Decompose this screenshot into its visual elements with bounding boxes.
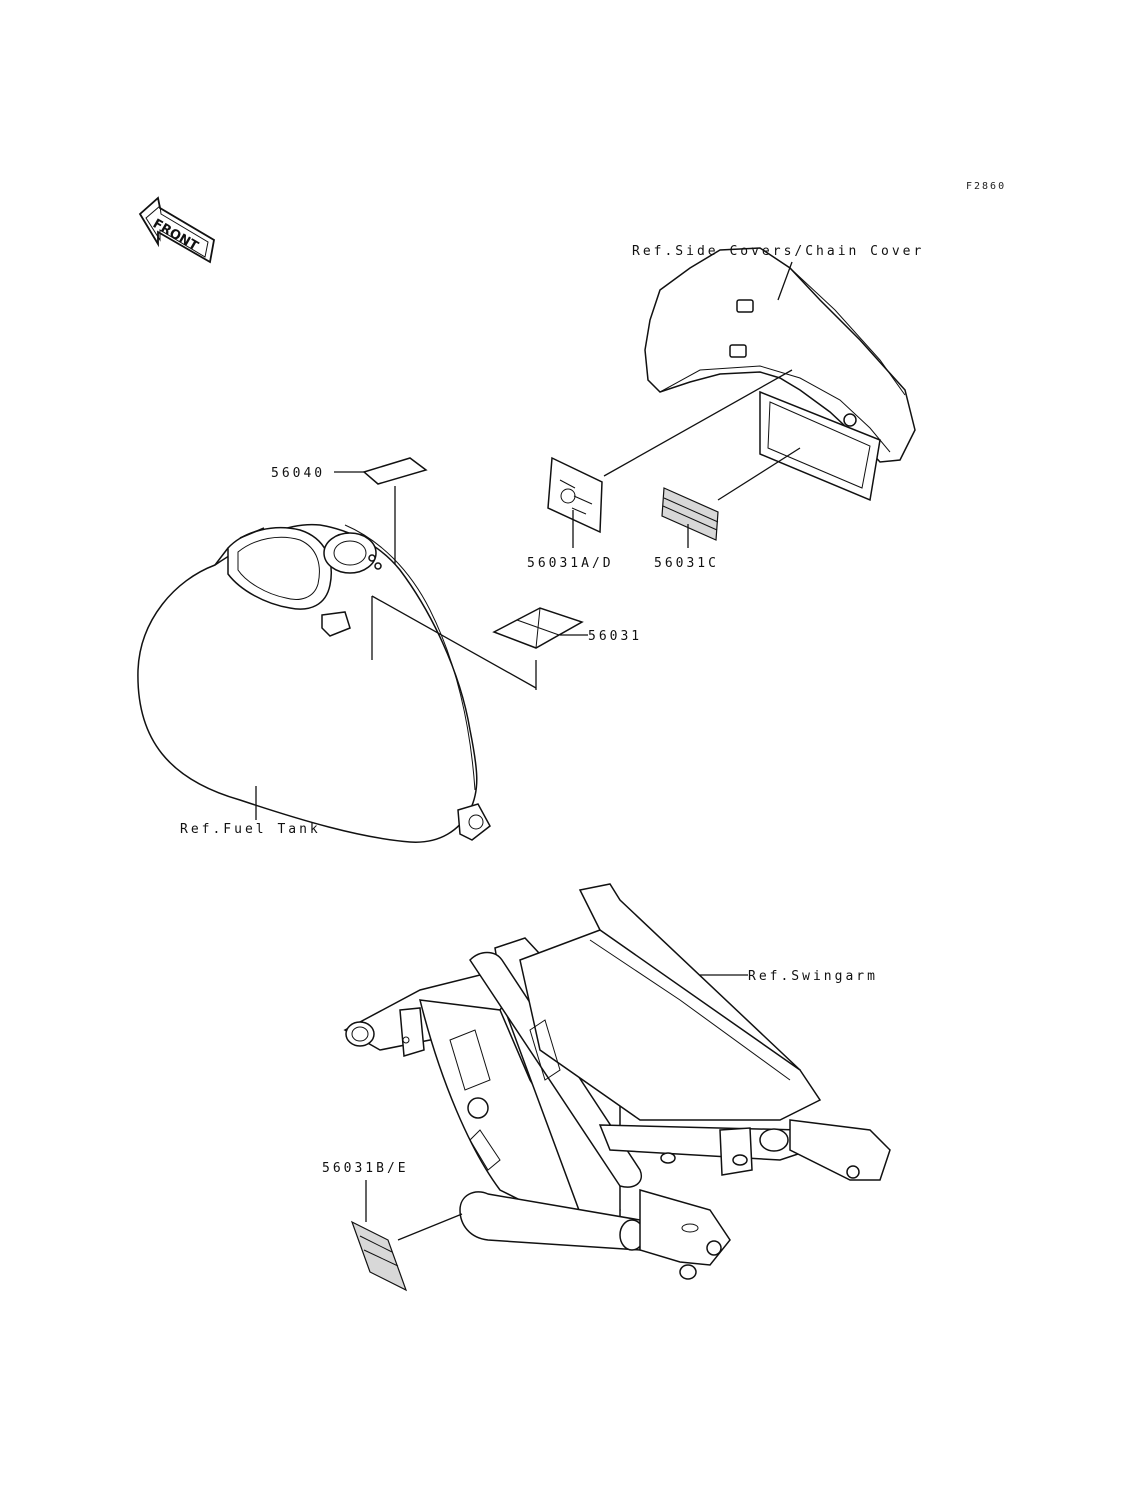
part-56031-label: 56031 (588, 629, 642, 644)
ref-swingarm-label: Ref.Swingarm (748, 969, 878, 984)
part-56031c-label: 56031C (654, 556, 719, 571)
part-56031be-label: 56031B/E (322, 1161, 409, 1176)
fuel-tank-drawing (137, 523, 491, 843)
figure-code: F2860 (966, 181, 1006, 192)
swingarm-drawing (343, 883, 891, 1280)
part-56031ad-label: 56031A/D (527, 556, 614, 571)
decal-56031ad (547, 456, 603, 534)
part-56040-label: 56040 (271, 466, 325, 481)
decal-56040 (362, 457, 428, 485)
ref-side-covers-label: Ref.Side Covers/Chain Cover (632, 244, 924, 259)
decal-56031be (350, 1220, 408, 1292)
side-cover-drawing (644, 247, 916, 502)
front-arrow-icon: FRONT (138, 196, 215, 264)
ref-fuel-tank-label: Ref.Fuel Tank (180, 822, 321, 837)
decal-56031c (661, 487, 719, 541)
decal-56031 (492, 607, 584, 649)
